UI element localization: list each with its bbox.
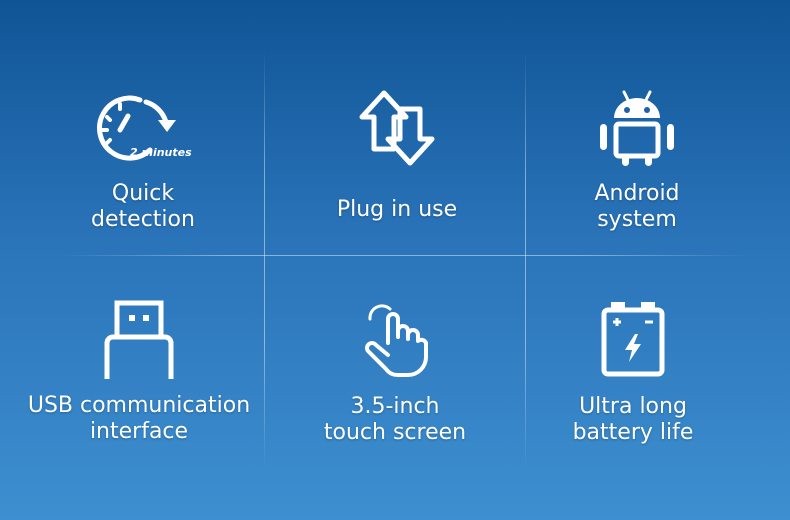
feature-usb-interface: USB communication interface (8, 0, 270, 444)
feature-quick-detection: 2 minutes Quick detection (12, 0, 274, 255)
feature-label-line1: Quick (111, 181, 175, 206)
feature-label-line2: detection (91, 207, 195, 232)
divider-vertical-right (525, 50, 526, 470)
timer-icon: 2 minutes (95, 82, 192, 178)
timer-icon-caption: 2 minutes (130, 146, 192, 159)
feature-battery-life: Ultra long battery life (502, 0, 764, 445)
touch-hand-icon (347, 290, 443, 386)
feature-label-line2: touch screen (323, 420, 467, 445)
swap-arrows-icon (349, 80, 445, 176)
feature-android-system: Android system (506, 0, 768, 255)
feature-label-line1: 3.5-inch (350, 394, 440, 419)
android-icon (589, 80, 685, 176)
feature-label-line1: Android (594, 181, 680, 206)
feature-label-line1: USB communication (27, 393, 251, 418)
divider-vertical-left (264, 50, 265, 470)
feature-label-line2: interface (89, 419, 189, 444)
usb-icon (91, 292, 187, 388)
feature-label-line1: Ultra long (579, 394, 687, 419)
divider-horizontal (60, 255, 750, 256)
feature-label-line2: battery life (572, 420, 694, 445)
feature-label-line1: Plug in use (336, 197, 458, 222)
battery-icon (585, 290, 681, 386)
feature-plug-in-use: Plug in use (266, 0, 528, 255)
feature-label-line2: system (597, 207, 677, 232)
feature-touch-screen: 3.5-inch touch screen (264, 0, 526, 445)
